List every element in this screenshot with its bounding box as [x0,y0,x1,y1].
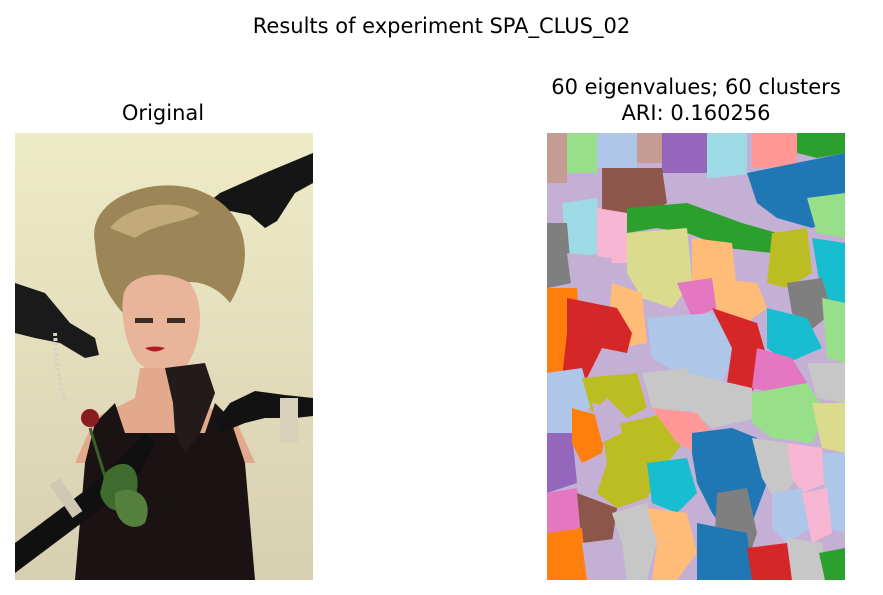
cluster-region [562,298,632,378]
bracelet-right [280,398,298,443]
cluster-region [812,403,845,453]
cluster-region [807,193,845,238]
cluster-region [819,548,845,580]
cluster-region [597,133,637,168]
cluster-region [752,348,807,393]
cluster-region [712,278,767,323]
cluster-region [627,203,777,253]
lips [145,346,165,352]
cluster-region [797,133,845,158]
glove-left [15,283,99,358]
cluster-region [627,228,692,308]
cluster-region [662,133,707,173]
face [122,274,201,374]
cluster-region [772,488,812,543]
cluster-region [642,368,697,418]
original-photo-svg [15,133,313,580]
cluster-region [752,383,827,443]
dress [75,403,255,580]
segmentation-panel-title: 60 eigenvalues; 60 clusters ARI: 0.16025… [522,74,870,126]
cluster-region [802,488,832,543]
segmentation-image [547,133,845,580]
cluster-region [577,493,617,548]
cluster-region [547,488,582,533]
cluster-region [807,363,845,403]
eye-left [135,318,153,323]
cluster-region [822,298,845,363]
glove-top-right [205,153,313,228]
original-image [15,133,313,580]
leaf-2 [115,489,148,527]
cluster-region [647,508,697,580]
bracelet-left [49,478,83,518]
cluster-map-svg [547,133,845,580]
cluster-region [697,523,752,580]
hair-highlight [110,204,200,238]
cluster-region [747,543,792,580]
pearl-strand [53,332,67,404]
cluster-region [707,133,747,178]
cluster-region [767,228,812,288]
cluster-region [712,308,767,393]
cluster-region [687,373,757,428]
cluster-region [752,133,797,168]
cluster-region [787,538,827,580]
cluster-region [582,538,627,580]
cluster-region [567,253,612,293]
cluster-region [547,223,572,288]
cluster-region [597,413,687,508]
cluster-region [562,198,602,258]
cluster-region [677,278,717,318]
cluster-region [647,313,737,383]
cluster-region [547,433,577,493]
cluster-region [567,133,597,173]
figure-suptitle: Results of experiment SPA_CLUS_02 [252,14,631,38]
cluster-region [752,438,797,503]
cluster-region [547,528,587,580]
cluster-region [647,458,697,513]
cluster-region [637,133,662,163]
eye-right [167,318,185,323]
cluster-region [602,168,667,213]
cluster-region [787,443,827,493]
segmentation-title-line2: ARI: 0.160256 [621,101,771,125]
cluster-region [597,208,627,263]
rose [81,409,99,427]
segmentation-title-line1: 60 eigenvalues; 60 clusters [551,75,841,99]
cluster-region [547,133,567,183]
lace-glove-chin [165,363,215,453]
cluster-region [612,503,657,580]
cluster-region [592,403,622,443]
cluster-region [767,308,822,363]
original-panel-title: Original [121,101,205,125]
